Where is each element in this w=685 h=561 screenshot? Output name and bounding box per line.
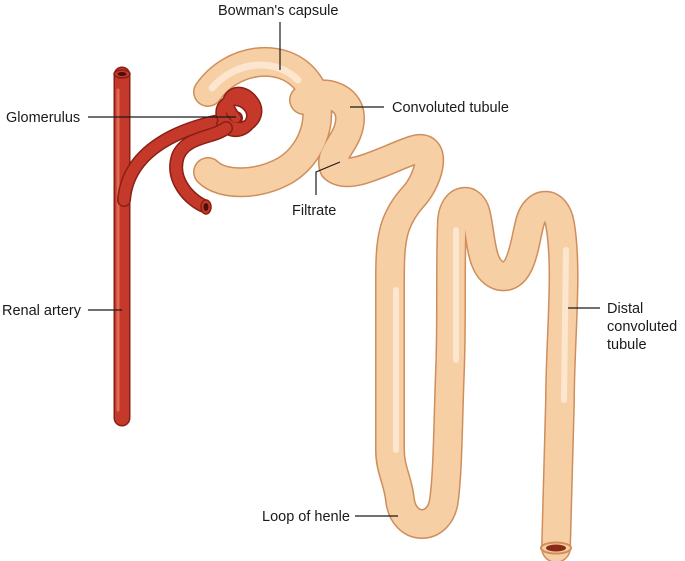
label-filtrate: Filtrate xyxy=(292,203,336,219)
label-renal-artery: Renal artery xyxy=(2,303,82,319)
leader-lines xyxy=(88,22,600,517)
artery-group xyxy=(113,66,263,427)
labels: Bowman's capsule Glomerulus Convoluted t… xyxy=(2,3,677,525)
label-convoluted-tubule: Convoluted tubule xyxy=(392,100,509,116)
label-bowmans-capsule: Bowman's capsule xyxy=(218,3,338,19)
label-glomerulus: Glomerulus xyxy=(6,110,80,126)
tubule-group xyxy=(193,46,579,561)
leader-filtrate xyxy=(315,161,341,195)
label-distal-line-1: Distal xyxy=(607,301,643,317)
label-distal-line-3: tubule xyxy=(607,337,647,353)
label-distal-line-2: convoluted xyxy=(607,319,677,335)
label-loop-of-henle: Loop of henle xyxy=(262,509,350,525)
